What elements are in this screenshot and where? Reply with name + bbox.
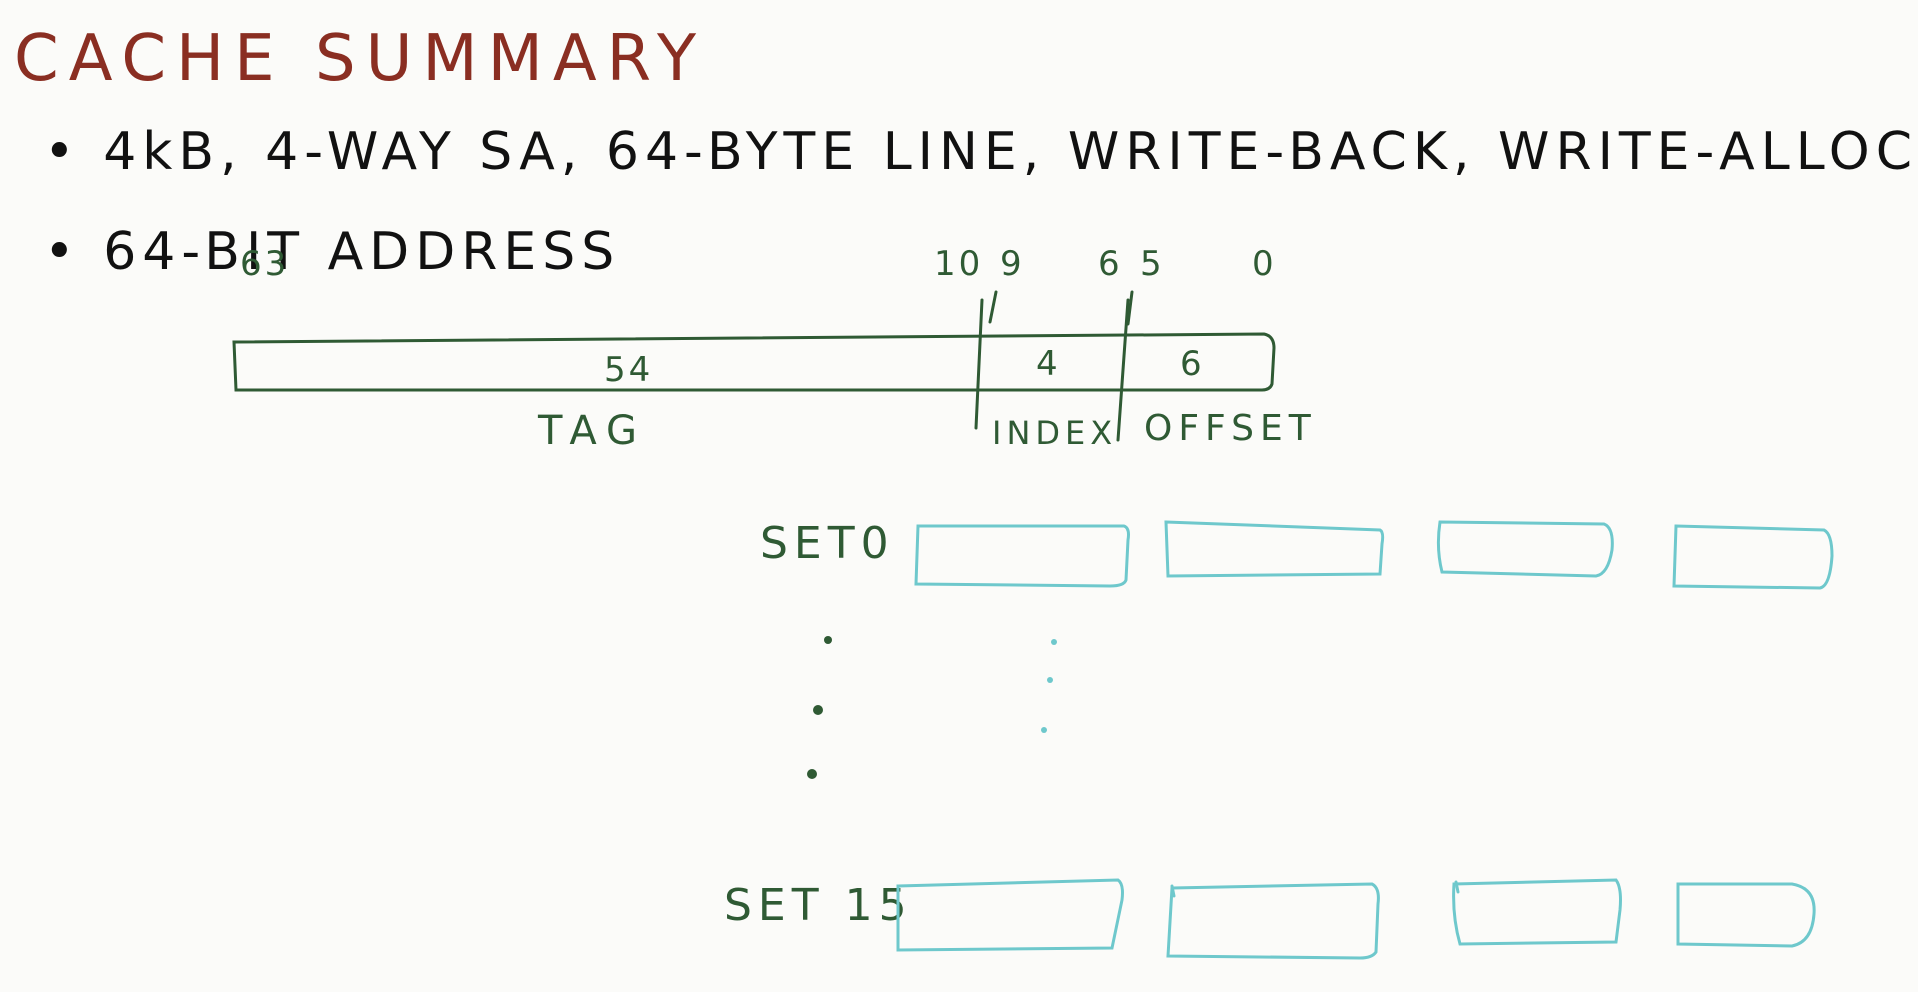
tag-width: 54 <box>604 350 654 390</box>
bullet-address-size-text: 64-BIT ADDRESS <box>103 222 621 282</box>
ways-ellipsis <box>1041 639 1057 733</box>
ellipsis-dot-1 <box>824 636 832 644</box>
bit-label-6: 6 <box>1098 244 1123 284</box>
tag-label: TAG <box>538 408 647 454</box>
bullet-cache-config: • 4kB, 4-WAY SA, 64-BYTE LINE, WRITE-BAC… <box>44 122 1918 182</box>
set-15-way-3 <box>1676 882 1816 948</box>
bit-label-9: 9 <box>1000 244 1025 284</box>
ellipsis-dot-3 <box>807 769 817 779</box>
index-label: INDEX <box>992 414 1118 452</box>
set-0-way-3 <box>1672 524 1834 590</box>
bit-label-5: 5 <box>1140 244 1165 284</box>
whiteboard: CACHE SUMMARY • 4kB, 4-WAY SA, 64-BYTE L… <box>14 22 1912 960</box>
offset-width: 6 <box>1180 344 1205 384</box>
address-bar-outline <box>232 332 1276 392</box>
index-width: 4 <box>1036 344 1061 384</box>
set-15-way-2 <box>1452 878 1622 946</box>
slide-title: CACHE SUMMARY <box>14 22 707 96</box>
tag-index-divider <box>974 298 984 430</box>
set-0-way-2 <box>1436 520 1614 578</box>
ways-dot-1 <box>1051 639 1057 645</box>
ways-dot-2 <box>1047 677 1053 683</box>
bit-label-63: 63 <box>240 244 290 284</box>
bit-10-9-tick <box>988 290 998 324</box>
set-0-ways <box>914 520 1834 590</box>
ellipsis-dot-2 <box>813 705 823 715</box>
set-15-way-1 <box>1166 882 1380 960</box>
bullet-address-size: • 64-BIT ADDRESS <box>44 222 621 282</box>
offset-label: OFFSET <box>1144 408 1317 449</box>
set-0-way-1 <box>1164 520 1385 578</box>
set-15-ways <box>896 878 1816 960</box>
bit-6-5-tick <box>1126 290 1134 326</box>
index-offset-divider <box>1116 298 1130 442</box>
set-15-label: SET 15 <box>724 880 913 931</box>
set-0-label: SET0 <box>760 518 895 569</box>
bit-label-10: 10 <box>934 244 984 284</box>
bit-label-0: 0 <box>1252 244 1277 284</box>
set-15-way-0 <box>896 878 1124 952</box>
address-bar <box>232 290 1276 442</box>
set-0-way-0 <box>914 524 1130 588</box>
ways-dot-3 <box>1041 727 1047 733</box>
set-15-way-1-tick <box>1170 884 1176 898</box>
set-15-way-2-tick <box>1454 880 1460 894</box>
set-ellipsis <box>807 636 832 779</box>
diagram-drawing <box>232 290 1834 960</box>
bullet-cache-config-text: 4kB, 4-WAY SA, 64-BYTE LINE, WRITE-BACK,… <box>103 122 1918 182</box>
